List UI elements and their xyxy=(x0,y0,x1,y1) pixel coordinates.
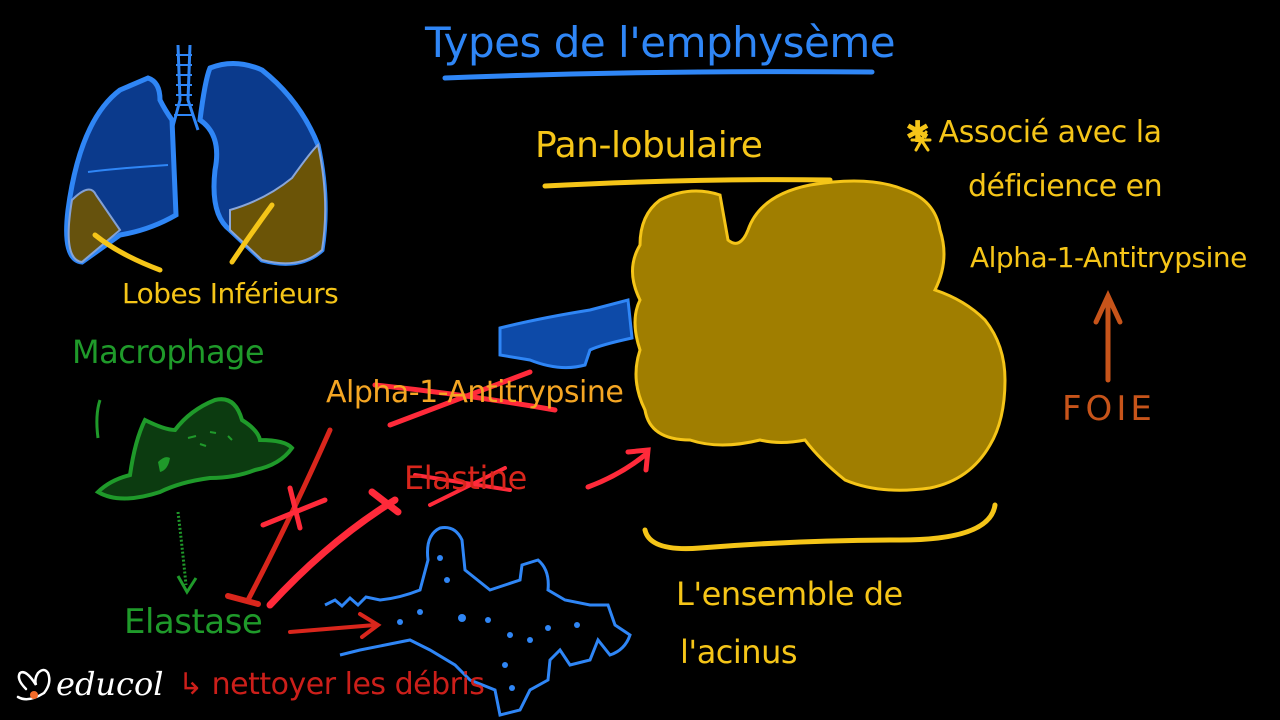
acinus-label-line-1: L'ensemble de xyxy=(676,575,903,613)
logo-text: educol xyxy=(56,665,164,703)
arrow-to-acinus-icon xyxy=(585,447,651,490)
arrow-to-tissue-icon xyxy=(288,612,382,639)
subtitle-panlobulaire: Pan-lobulaire xyxy=(535,125,763,166)
alpha-antitrypsine-label: Alpha-1-Antitrypsine xyxy=(326,375,624,410)
macrophage-label: Macrophage xyxy=(72,333,265,371)
lungs-icon xyxy=(64,44,328,273)
elastase-label: Elastase xyxy=(124,602,263,642)
note-line-2: déficience en xyxy=(968,169,1163,204)
strikethrough-elastine xyxy=(413,473,512,492)
note-line-1: ✱ Associé avec la xyxy=(905,115,1162,150)
inhibit-line-elastase xyxy=(266,496,399,609)
damaged-tissue-icon xyxy=(324,526,632,717)
page-title: Types de l'emphysème xyxy=(425,18,896,67)
inhibit-line-alpha xyxy=(245,427,333,603)
bullet-icon xyxy=(910,130,932,152)
title-underline xyxy=(442,69,875,81)
macrophage-icon xyxy=(94,397,295,595)
note-line-3: Alpha-1-Antitrypsine xyxy=(970,241,1247,274)
educol-logo: educol xyxy=(14,660,163,708)
blocked-x-icon xyxy=(260,485,328,531)
nettoyer-debris-label: ↳ nettoyer les débris xyxy=(178,667,485,702)
subtitle-underline xyxy=(542,177,833,189)
arrow-up-icon xyxy=(1093,290,1123,383)
lobes-inferieurs-label: Lobes Inférieurs xyxy=(122,277,339,310)
strikethrough-alpha-2 xyxy=(387,369,533,428)
heart-logo-icon xyxy=(16,668,51,701)
acinus-icon xyxy=(498,179,1007,552)
strikethrough-elastine-2 xyxy=(428,466,507,507)
foie-label: FOIE xyxy=(1062,389,1156,429)
acinus-label-line-2: l'acinus xyxy=(680,633,798,671)
elastine-label: Elastine xyxy=(404,459,527,497)
